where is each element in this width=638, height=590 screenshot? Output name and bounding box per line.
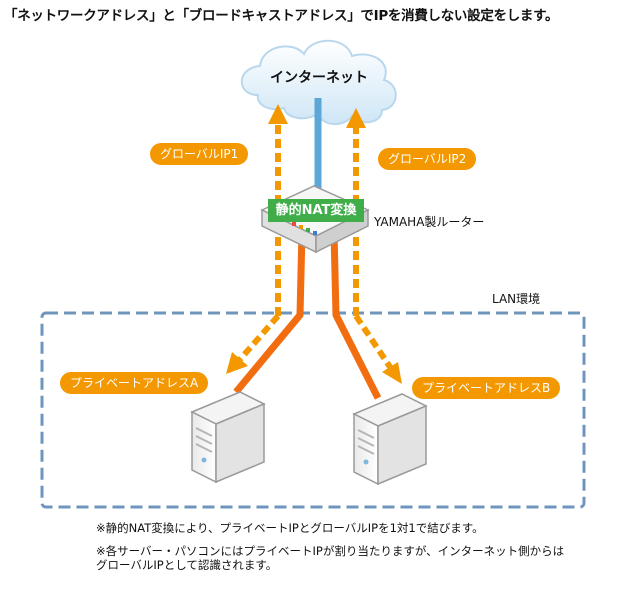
page-title: 「ネットワークアドレス」と「ブロードキャストアドレス」でIPを消費しない設定をし… — [4, 8, 559, 24]
note-private-ip-line2: グローバルIPとして認識されます。 — [96, 558, 278, 572]
private-b-label: プライベートアドレスB — [412, 377, 561, 399]
private-b-arrow — [353, 314, 395, 372]
internet-label: インターネット — [270, 70, 368, 86]
private-b-arrowhead — [382, 362, 402, 384]
lan-boundary — [40, 311, 586, 509]
router-label: YAMAHA製ルーター — [374, 215, 485, 229]
private-a-arrowhead — [226, 352, 248, 374]
internet-cloud-icon — [240, 39, 397, 125]
cable-to-server-b — [330, 231, 382, 400]
global-ip2-label: グローバルIP2 — [378, 148, 477, 170]
global-ip1-arrowhead — [268, 104, 288, 124]
server-a-icon — [190, 391, 266, 484]
static-nat-badge: 静的NAT変換 — [268, 199, 364, 222]
global-ip2-arrowhead — [346, 108, 366, 128]
global-ip1-label: グローバルIP1 — [150, 143, 249, 165]
server-b-icon — [352, 393, 428, 486]
note-nat: ※静的NAT変換により、プライベートIPとグローバルIPを1対1で結びます。 — [96, 521, 484, 535]
cable-to-server-a — [233, 231, 306, 395]
private-a-arrow — [233, 314, 281, 366]
private-a-label: プライベートアドレスA — [60, 372, 209, 394]
lan-label: LAN環境 — [492, 292, 541, 306]
note-private-ip-line1: ※各サーバー・パソコンにはプライベートIPが割り当たりますが、インターネット側か… — [96, 544, 565, 558]
